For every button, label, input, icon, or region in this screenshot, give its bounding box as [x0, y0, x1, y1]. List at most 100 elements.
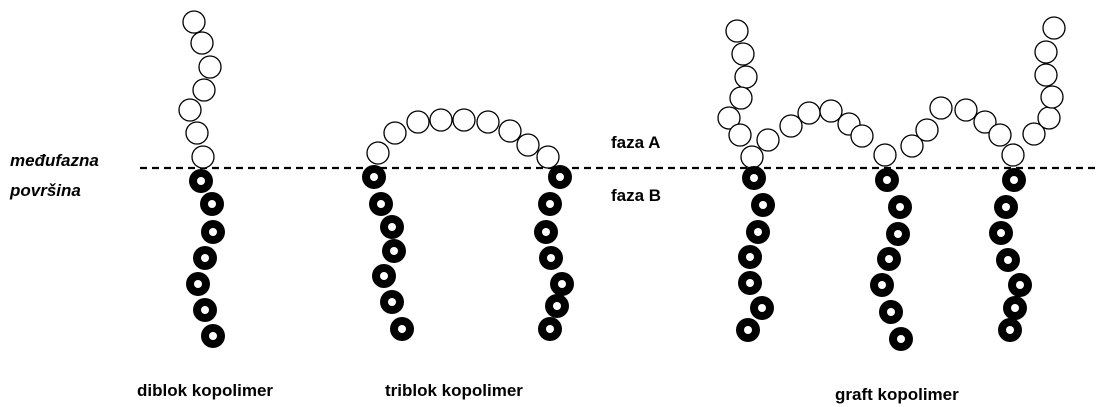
black-bead: [879, 300, 903, 324]
diblock-caption: diblok kopolimer: [137, 381, 273, 400]
open-bead: [1022, 122, 1046, 146]
open-bead: [734, 65, 758, 89]
open-bead: [729, 86, 753, 110]
black-bead: [870, 273, 894, 297]
black-bead: [201, 324, 225, 348]
black-bead: [889, 327, 913, 351]
open-bead: [725, 19, 749, 43]
open-bead: [1034, 63, 1058, 87]
open-bead: [954, 98, 978, 122]
black-bead: [750, 296, 774, 320]
open-bead: [988, 123, 1012, 147]
black-bead: [186, 272, 210, 296]
black-bead: [996, 248, 1020, 272]
open-bead: [383, 121, 407, 145]
black-bead: [736, 318, 760, 342]
open-bead: [406, 110, 430, 134]
open-bead: [1034, 40, 1058, 64]
open-bead: [1001, 143, 1025, 167]
open-bead: [498, 119, 522, 143]
black-bead: [548, 165, 572, 189]
black-bead: [201, 220, 225, 244]
black-bead: [538, 192, 562, 216]
black-bead: [380, 290, 404, 314]
open-bead: [900, 134, 924, 158]
open-bead: [190, 31, 214, 55]
black-bead: [193, 298, 217, 322]
triblock-b-left: [362, 165, 414, 341]
open-bead: [779, 114, 803, 138]
open-bead: [429, 108, 453, 132]
graft-a-loop-1: [756, 99, 897, 167]
open-bead: [873, 143, 897, 167]
black-bead: [189, 169, 213, 193]
black-bead: [994, 195, 1018, 219]
diblock-b-chain: [186, 169, 225, 348]
graft-a-right-arm: [1022, 16, 1066, 146]
graft-b-chain-3: [989, 168, 1032, 342]
black-bead: [550, 272, 574, 296]
open-bead: [973, 110, 997, 134]
black-bead: [1002, 168, 1026, 192]
open-bead: [192, 78, 216, 102]
black-bead: [362, 165, 386, 189]
block-b-beads: [186, 165, 1032, 351]
open-bead: [191, 145, 215, 169]
phase-a-label: faza A: [611, 133, 660, 152]
black-bead: [534, 220, 558, 244]
open-bead: [731, 42, 755, 66]
open-bead: [1037, 106, 1061, 130]
graft-a-loop-2: [900, 96, 1025, 167]
black-bead: [539, 246, 563, 270]
open-bead: [819, 99, 843, 123]
black-bead: [390, 317, 414, 341]
phase-b-label: faza B: [611, 186, 661, 205]
open-bead: [516, 133, 540, 157]
black-bead: [200, 192, 224, 216]
black-bead: [382, 239, 406, 263]
interface-label-line1: međufazna: [10, 151, 99, 170]
open-bead: [198, 55, 222, 79]
black-bead: [877, 247, 901, 271]
open-bead: [185, 121, 209, 145]
black-bead: [372, 264, 396, 288]
black-bead: [545, 294, 569, 318]
open-bead: [756, 128, 780, 152]
open-bead: [740, 145, 764, 169]
interface-label-line2: površina: [9, 181, 81, 200]
black-bead: [989, 221, 1013, 245]
open-bead: [717, 106, 741, 130]
open-bead: [182, 10, 206, 34]
open-bead: [929, 96, 953, 120]
triblock-b-right: [534, 165, 574, 341]
black-bead: [886, 222, 910, 246]
black-bead: [380, 215, 404, 239]
open-bead: [797, 101, 821, 125]
open-bead: [476, 110, 500, 134]
graft-b-chain-2: [870, 168, 913, 351]
open-bead: [728, 123, 752, 147]
graft-caption: graft kopolimer: [835, 385, 959, 404]
open-bead: [915, 118, 939, 142]
black-bead: [998, 318, 1022, 342]
black-bead: [888, 195, 912, 219]
black-bead: [1008, 273, 1032, 297]
open-bead: [178, 98, 202, 122]
triblock-a-loop: [366, 108, 560, 169]
open-bead: [1042, 16, 1066, 40]
graft-b-chain-1: [736, 166, 775, 342]
open-bead: [1040, 85, 1064, 109]
black-bead: [1003, 296, 1027, 320]
open-bead: [850, 124, 874, 148]
graft-a-left-arm: [717, 19, 764, 169]
diblock-a-chain: [178, 10, 222, 169]
black-bead: [193, 246, 217, 270]
black-bead: [369, 192, 393, 216]
black-bead: [751, 193, 775, 217]
black-bead: [746, 220, 770, 244]
open-bead: [366, 141, 390, 165]
black-bead: [742, 166, 766, 190]
black-bead: [538, 317, 562, 341]
open-bead: [452, 108, 476, 132]
